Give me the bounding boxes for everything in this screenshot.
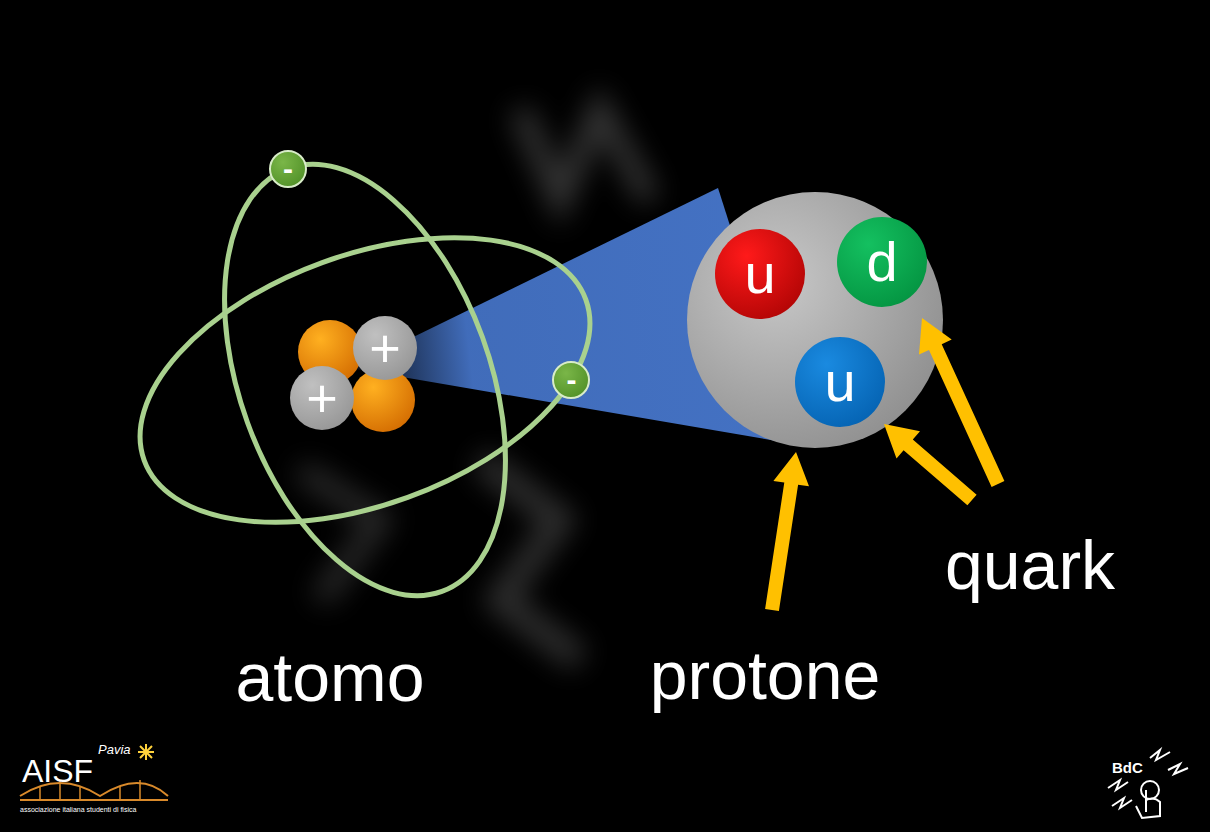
quark-circle: d <box>837 217 927 307</box>
node-text: u <box>744 246 775 302</box>
node-text: - <box>566 365 576 395</box>
node-text: + <box>306 371 338 425</box>
proton-circle <box>687 192 943 448</box>
node-text: - <box>283 154 293 184</box>
orbit <box>171 126 560 634</box>
proton-nucleon: + <box>290 366 354 430</box>
logo-text: Pavia <box>98 743 131 757</box>
logo-text: BdC <box>1112 760 1143 777</box>
orbits <box>101 126 628 634</box>
quark-circle: u <box>715 229 805 319</box>
aisf-logo <box>20 744 168 800</box>
logo-text: AISF <box>22 754 93 789</box>
electron: - <box>269 150 307 188</box>
pointer-arrow <box>765 452 809 611</box>
node-text: u <box>824 354 855 410</box>
bdc-logo <box>1108 750 1188 818</box>
orbit <box>101 182 628 578</box>
logo-text: associazione italiana studenti di fisica <box>20 806 136 814</box>
pointer-arrow <box>919 318 1004 487</box>
caption-label: protone <box>650 638 881 713</box>
quark-circle: u <box>795 337 885 427</box>
electron: - <box>552 361 590 399</box>
node-text: + <box>369 321 401 375</box>
caption-label: quark <box>945 528 1115 603</box>
caption-label: atomo <box>236 640 425 715</box>
proton-nucleon: + <box>353 316 417 380</box>
node-text: d <box>866 234 897 290</box>
pointer-arrow <box>884 424 977 505</box>
